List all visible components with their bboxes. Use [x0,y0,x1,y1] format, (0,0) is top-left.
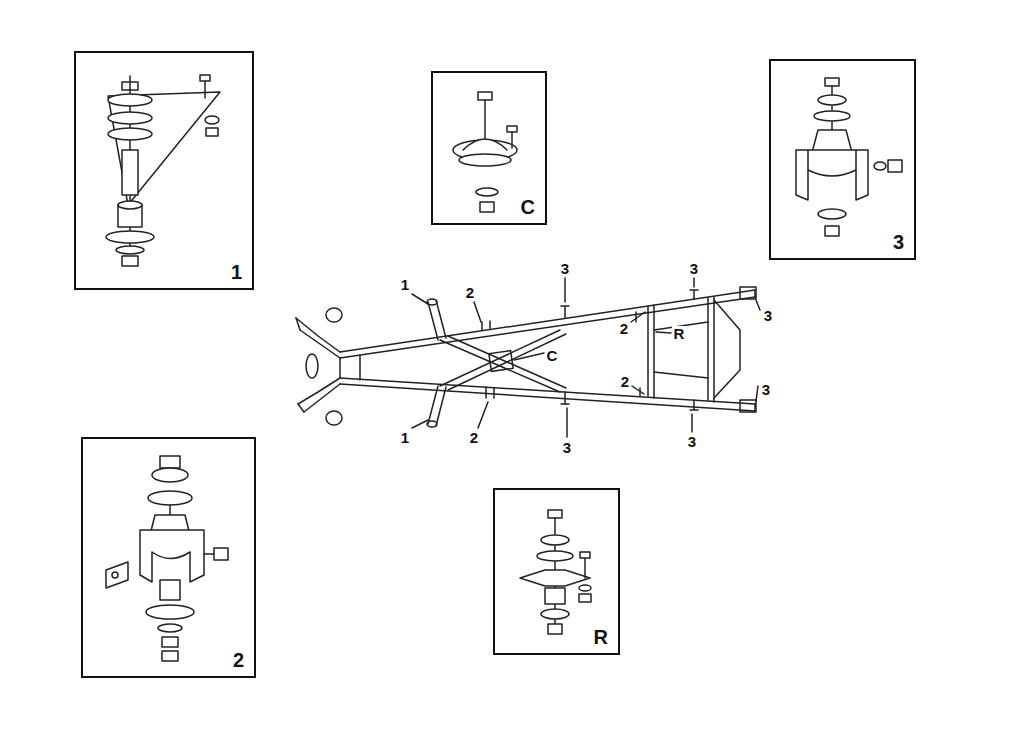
mount-detail-r [520,510,591,634]
callout-number: 3 [561,440,573,455]
callout-number: C [545,348,560,363]
detail-number: 2 [233,650,244,670]
chassis-frame [296,278,760,437]
detail-number: 3 [893,232,904,252]
callout-number: 2 [618,321,630,336]
mount-box: 3 [769,59,916,260]
callout-number: 1 [399,277,411,292]
callout-number: 1 [399,430,411,445]
callout-number: 3 [688,261,700,276]
detail-number: C [521,197,535,217]
callout-number: 3 [559,261,571,276]
mount-box: C [431,71,547,225]
detail-number: 1 [231,262,242,282]
callout-number: R [672,326,687,341]
mount-detail-1 [106,75,220,266]
mount-detail-2 [106,456,228,661]
mount-box: 2 [81,437,256,678]
mount-box: R [493,488,620,655]
mount-detail-3 [796,78,902,236]
mount-detail-c [453,92,517,212]
callout-number: 2 [464,285,476,300]
callout-number: 3 [760,382,772,397]
callout-number: 2 [468,430,480,445]
callout-number: 3 [762,308,774,323]
callout-number: 2 [619,374,631,389]
mount-box: 1 [74,51,254,290]
callout-number: 3 [686,434,698,449]
detail-number: R [594,627,608,647]
